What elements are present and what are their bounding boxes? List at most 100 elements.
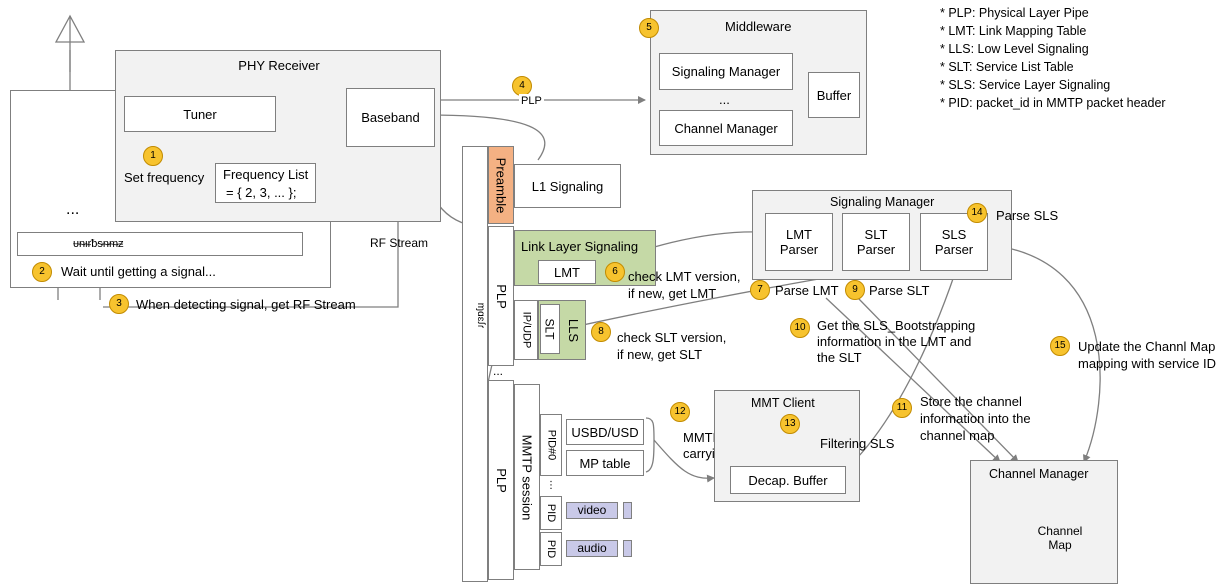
step-11-badge: 11 [892,398,912,418]
sls-parser-line2: Parser [934,242,974,257]
detect-signal-text: When detecting signal, get RF Stream [136,297,356,312]
step-14-badge: 14 [967,203,987,223]
channel-map-cylinder: Channel Map [1026,520,1094,556]
baseband-box: Baseband [346,88,435,147]
step-6-badge: 6 [605,262,625,282]
middleware-channel-manager: Channel Manager [659,110,793,146]
step-10-badge: 10 [790,318,810,338]
phy-receiver-title: PHY Receiver [238,58,320,73]
video-box-tail [623,502,632,519]
slt-box: SLT [540,304,560,354]
step-8-badge: 8 [591,322,611,342]
store-line1: Store the channel [920,394,1022,409]
legend: * PLP: Physical Layer Pipe * LMT: Link M… [940,4,1225,116]
parse-lmt-label: Parse LMT [775,283,839,298]
audio-box-tail [623,540,632,557]
step-9-badge: 9 [845,280,865,300]
video-box: video [566,502,618,519]
channel-manager-title: Channel Manager [989,467,1089,481]
bootstrap-line3: the SLT [817,350,862,365]
check-lmt-line2: if new, get LMT [628,286,717,301]
filtering-sls-label: Filtering SLS [820,436,895,451]
pid0-block: PID#0 [540,414,562,476]
tuner-ellipsis: ... [66,201,80,218]
set-frequency-label: Set frequency [124,170,205,185]
slt-label: SLT [543,318,557,340]
parse-slt-label: Parse SLT [869,283,930,298]
mmt-client-title: MMT Client [751,396,815,410]
stream-frame [462,146,488,582]
lls-label: LLS [566,318,582,342]
preamble-label: Preamble [493,157,509,213]
pid-audio-label: PID [545,539,557,559]
check-slt-line1: check SLT version, [617,330,727,345]
mmtp-session-label: MMTP session [519,434,535,520]
step-1-badge: 1 [143,146,163,166]
slt-parser-box: SLT Parser [842,213,910,271]
legend-plp: * PLP: Physical Layer Pipe [940,6,1089,20]
step-13-badge: 13 [780,414,800,434]
preamble-block: Preamble [488,146,514,224]
scan-scribble: ᵾᵰᵻᵲᵬᵴᵰᵯᵶ [73,238,124,250]
step-15-badge: 15 [1050,336,1070,356]
update-line1: Update the Channl Map [1078,339,1216,354]
store-line3: channel map [920,428,995,443]
rf-stream-label: RF Stream [370,236,429,250]
frequency-list-box: Frequency List = { 2, 3, ... }; [215,163,316,203]
frequency-list-line2: = { 2, 3, ... }; [226,185,297,200]
mmtp-session-block: MMTP session [514,384,540,570]
legend-lls: * LLS: Low Level Signaling [940,42,1089,56]
slt-parser-line1: SLT [864,227,888,242]
check-slt-line2: if new, get SLT [617,347,703,362]
mp-table-box: MP table [566,450,644,476]
usbd-usd-box: USBD/USD [566,419,644,445]
frequency-list-line1: Frequency List [223,167,309,182]
plp-block-2 [488,380,514,580]
lmt-parser-line2: Parser [779,242,819,257]
channel-manager-box: Channel Manager [970,460,1118,584]
l1-signaling-box: L1 Signaling [514,164,621,208]
wait-signal-text: Wait until getting a signal... [61,264,216,279]
middleware-buffer: Buffer [808,72,860,118]
pid-dots: ⋮ [546,480,556,491]
pid0-label: PID#0 [545,429,558,461]
step-7-badge: 7 [750,280,770,300]
pid-video-block: PID [540,496,562,530]
pid-video-label: PID [545,503,557,523]
step-12-badge: 12 [670,402,690,422]
step-2-badge: 2 [32,262,52,282]
plp-label-1: PLP [493,283,509,309]
decap-buffer-box: Decap. Buffer [730,466,846,494]
stream-dots: ... [493,364,504,378]
plp-label-2-wrap: PLP [488,460,514,500]
bootstrap-line2: information in the LMT and [817,334,972,349]
check-lmt-line1: check LMT version, [628,269,741,284]
update-line2: mapping with service ID [1078,356,1216,371]
lmt-parser-box: LMT Parser [765,213,833,271]
parse-sls-label: Parse SLS [996,208,1059,223]
signaling-manager-title: Signaling Manager [830,195,935,209]
bootstrap-line1: Get the SLS_Bootstrapping [817,318,976,333]
link-layer-signaling-label: Link Layer Signaling [521,239,639,254]
legend-lmt: * LMT: Link Mapping Table [940,24,1087,38]
store-line2: information into the [920,411,1031,426]
lmt-parser-line1: LMT [786,227,812,242]
mux-label: ɱɑɛꭍɾ [475,302,487,329]
plp-block-1 [488,226,514,366]
middleware-title: Middleware [725,19,792,34]
pid-audio-block: PID [540,532,562,566]
slt-parser-line2: Parser [856,242,896,257]
sls-parser-line1: SLS [941,227,967,242]
lmt-box: LMT [538,260,596,284]
plp-label-1-wrap: PLP [488,276,514,316]
signal-scan-bar: ᵾᵰᵻᵲᵬᵴᵰᵯᵶ [17,232,303,256]
channel-map-line2: Map [1048,538,1072,552]
legend-sls: * SLS: Service Layer Signaling [940,78,1111,92]
plp-arrow-label: PLP [519,94,544,109]
legend-pid: * PID: packet_id in MMTP packet header [940,96,1166,110]
legend-slt: * SLT: Service List Table [940,60,1074,74]
middleware-ellipsis: ... [719,92,730,107]
step-4-badge: 4 [512,76,532,96]
ip-udp-block: IP/UDP [514,300,538,360]
